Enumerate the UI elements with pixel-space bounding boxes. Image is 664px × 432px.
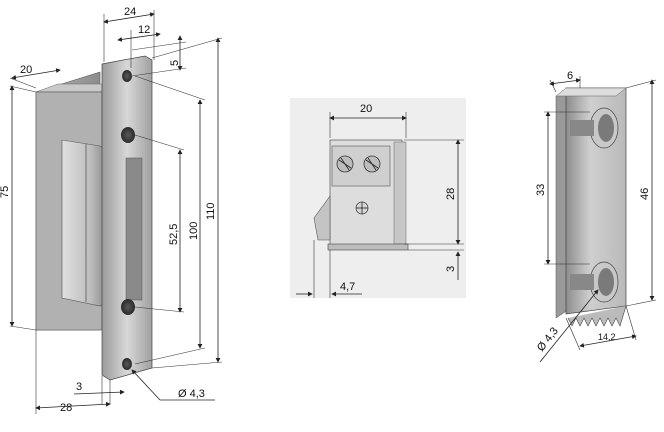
dim-75: 75 xyxy=(0,186,11,198)
dim-3: 3 xyxy=(76,381,82,393)
middle-view: 20 28 3 4,7 xyxy=(290,98,466,298)
base-plate xyxy=(327,243,409,251)
dim-hole-diameter-right: Ø 4,3 xyxy=(535,325,561,354)
screw-hole-top xyxy=(122,70,132,82)
dim-20-middle: 20 xyxy=(360,103,372,115)
dim-24: 24 xyxy=(124,6,136,18)
dim-28-middle: 28 xyxy=(445,188,457,200)
dim-110: 110 xyxy=(205,202,217,220)
dim-28: 28 xyxy=(60,402,72,414)
screw-hole-lower xyxy=(121,299,135,315)
right-hole-lower-inner xyxy=(598,268,614,296)
right-hole-upper-inner xyxy=(598,114,614,142)
plate-slot xyxy=(125,157,143,301)
dim-52-5: 52,5 xyxy=(168,224,180,245)
screw-hole-bottom xyxy=(122,358,132,370)
housing-side xyxy=(393,141,407,245)
dim-46: 46 xyxy=(639,188,651,200)
dim-hole-diameter-left: Ø 4,3 xyxy=(178,388,205,400)
left-view: 24 12 5 20 75 52,5 100 110 xyxy=(0,6,223,414)
dim-33: 33 xyxy=(535,184,547,196)
right-view: 6 33 46 Ø 4,3 14,2 xyxy=(535,70,657,363)
lock-body-top xyxy=(35,83,111,93)
dim-4-7: 4,7 xyxy=(340,281,355,293)
serrated-edge xyxy=(567,305,627,327)
right-hole-upper-slot xyxy=(570,120,594,136)
latch-wedge xyxy=(313,195,331,241)
dim-5: 5 xyxy=(169,60,181,66)
dim-100: 100 xyxy=(188,222,200,240)
dim-20: 20 xyxy=(20,64,32,76)
dim-3-middle: 3 xyxy=(445,266,457,272)
dim-14-2: 14,2 xyxy=(598,332,616,342)
right-top-lip xyxy=(555,87,627,97)
dim-6: 6 xyxy=(567,70,573,82)
screw-hole-upper xyxy=(121,127,135,143)
right-hole-lower-slot xyxy=(570,274,594,290)
dim-12: 12 xyxy=(138,24,150,36)
